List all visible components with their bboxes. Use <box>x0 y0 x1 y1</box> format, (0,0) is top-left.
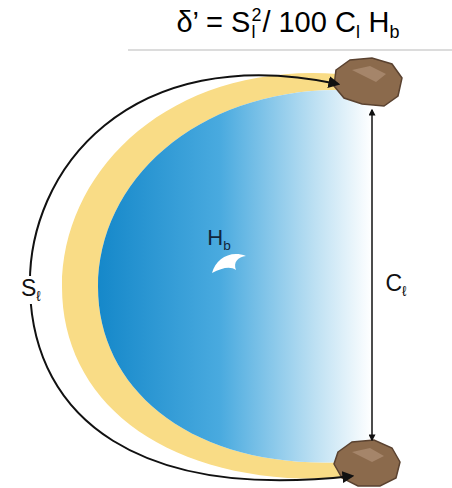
bay-water <box>98 90 372 463</box>
subscript: ℓ <box>36 288 41 304</box>
subscript: l <box>251 24 261 41</box>
exponent-stack: 2l <box>251 7 261 41</box>
headland-rock <box>334 58 402 106</box>
symbol-text: / 100 C <box>262 6 356 38</box>
symbol-text: δ’ = S <box>176 6 250 38</box>
symbol-text: H <box>369 6 390 38</box>
subscript: ℓ <box>402 283 407 299</box>
formula: δ’ = S2l/ 100 ClHb <box>176 7 399 41</box>
rock-highlight <box>352 66 386 82</box>
chord-length-label: Cℓ <box>383 271 408 299</box>
exponent: 2 <box>251 7 261 24</box>
symbol-text: C <box>385 270 402 296</box>
symbol-text: H <box>207 225 223 250</box>
subscript: b <box>223 238 231 253</box>
subscript: l <box>356 22 360 42</box>
breaker-height-label: Hb <box>207 227 230 252</box>
headland-rock <box>334 440 400 486</box>
symbol-text: S <box>21 275 36 301</box>
rock-highlight <box>352 448 384 462</box>
subscript: b <box>390 22 400 42</box>
chord-length-arrow <box>371 110 373 440</box>
shoreline-length-arrow <box>30 75 352 480</box>
rule-line <box>128 49 452 51</box>
wave-symbol <box>212 254 246 273</box>
shoreline-length-label: Sℓ <box>19 276 43 304</box>
